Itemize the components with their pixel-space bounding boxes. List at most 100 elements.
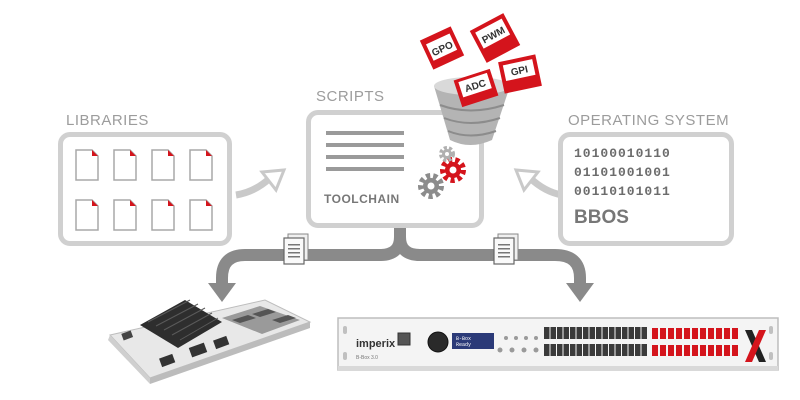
- optical-connector: [708, 345, 714, 356]
- device-screen-line: B-Box: [456, 336, 471, 342]
- library-file-icon: [189, 149, 213, 181]
- arrow-head-right: [566, 283, 594, 302]
- document-icon-right: [493, 233, 519, 265]
- rj45-port: [544, 344, 550, 356]
- os-title: OPERATING SYSTEM: [568, 112, 730, 129]
- optical-connector: [660, 345, 666, 356]
- rj45-port: [544, 327, 550, 339]
- tag-adc: ADC: [453, 68, 499, 108]
- library-file-icon: [113, 199, 137, 231]
- rj45-port: [641, 327, 647, 339]
- optical-connector: [732, 345, 738, 356]
- gears-icon: [418, 146, 466, 199]
- optical-connector: [652, 328, 658, 339]
- rj45-port: [615, 344, 621, 356]
- optical-connector: [652, 345, 658, 356]
- tag-gpo: GPO: [419, 26, 465, 70]
- rj45-port: [583, 344, 589, 356]
- rj45-port: [563, 344, 569, 356]
- libraries-title: LIBRARIES: [66, 112, 149, 129]
- script-lines-icon: [326, 131, 404, 171]
- optical-connector: [716, 345, 722, 356]
- rj45-port: [615, 327, 621, 339]
- device-screen-line: Ready: [456, 342, 471, 348]
- rj45-port: [557, 344, 563, 356]
- rj45-port: [602, 327, 608, 339]
- rj45-port: [570, 344, 576, 356]
- library-file-icon: [113, 149, 137, 181]
- rj45-port: [589, 344, 595, 356]
- toolchain-label: TOOLCHAIN: [324, 192, 400, 206]
- rj45-port: [628, 327, 634, 339]
- library-file-icon: [75, 199, 99, 231]
- optical-connector: [684, 328, 690, 339]
- document-icon-left: [283, 233, 309, 265]
- optical-connector: [724, 345, 730, 356]
- rj45-port: [563, 327, 569, 339]
- rj45-port: [635, 327, 641, 339]
- device-brand: imperix: [356, 338, 396, 350]
- rj45-port: [550, 327, 556, 339]
- optical-connector: [668, 345, 674, 356]
- optical-connector-grid: [652, 328, 738, 356]
- rj45-port: [550, 344, 556, 356]
- curved-arrow-left-icon: [235, 168, 287, 199]
- os-binary-line: 10100010110: [574, 146, 671, 161]
- library-file-icon: [151, 149, 175, 181]
- tag-pwm: PWM: [469, 13, 521, 63]
- tag-gpi: GPI: [498, 54, 542, 94]
- arrow-head-left: [208, 283, 236, 302]
- os-name: BBOS: [574, 207, 629, 228]
- brand-logo-icon: [745, 330, 766, 362]
- library-file-icon: [75, 149, 99, 181]
- os-binary-line: 01101001001: [574, 165, 671, 180]
- optical-connector: [716, 328, 722, 339]
- library-file-icon: [151, 199, 175, 231]
- embedded-board-image: [108, 299, 312, 384]
- rj45-port: [576, 344, 582, 356]
- branch-arrow-right: [394, 236, 586, 285]
- rj45-port: [576, 327, 582, 339]
- rj45-port: [596, 327, 602, 339]
- optical-connector: [676, 345, 682, 356]
- device-model: B-Box 3.0: [356, 355, 378, 361]
- rack-device-image: [337, 317, 779, 371]
- rj45-port: [622, 327, 628, 339]
- optical-connector: [676, 328, 682, 339]
- os-box: [558, 132, 734, 246]
- rj45-port: [641, 344, 647, 356]
- rj45-port: [628, 344, 634, 356]
- optical-connector: [700, 345, 706, 356]
- optical-connector: [684, 345, 690, 356]
- rj45-port: [622, 344, 628, 356]
- optical-connector: [660, 328, 666, 339]
- rj45-port: [583, 327, 589, 339]
- rj45-port: [596, 344, 602, 356]
- optical-connector: [700, 328, 706, 339]
- optical-connector: [708, 328, 714, 339]
- rj45-port: [570, 327, 576, 339]
- library-file-icon: [189, 199, 213, 231]
- port-grid: [544, 327, 647, 356]
- optical-connector: [732, 328, 738, 339]
- optical-connector: [724, 328, 730, 339]
- rj45-port: [602, 344, 608, 356]
- rj45-port: [589, 327, 595, 339]
- rj45-port: [557, 327, 563, 339]
- tag-gpi-label: GPI: [510, 64, 529, 78]
- scripts-title: SCRIPTS: [316, 88, 385, 105]
- rj45-port: [609, 327, 615, 339]
- optical-connector: [668, 328, 674, 339]
- rj45-port: [635, 344, 641, 356]
- optical-connector: [692, 328, 698, 339]
- os-binary-line: 00110101011: [574, 184, 671, 199]
